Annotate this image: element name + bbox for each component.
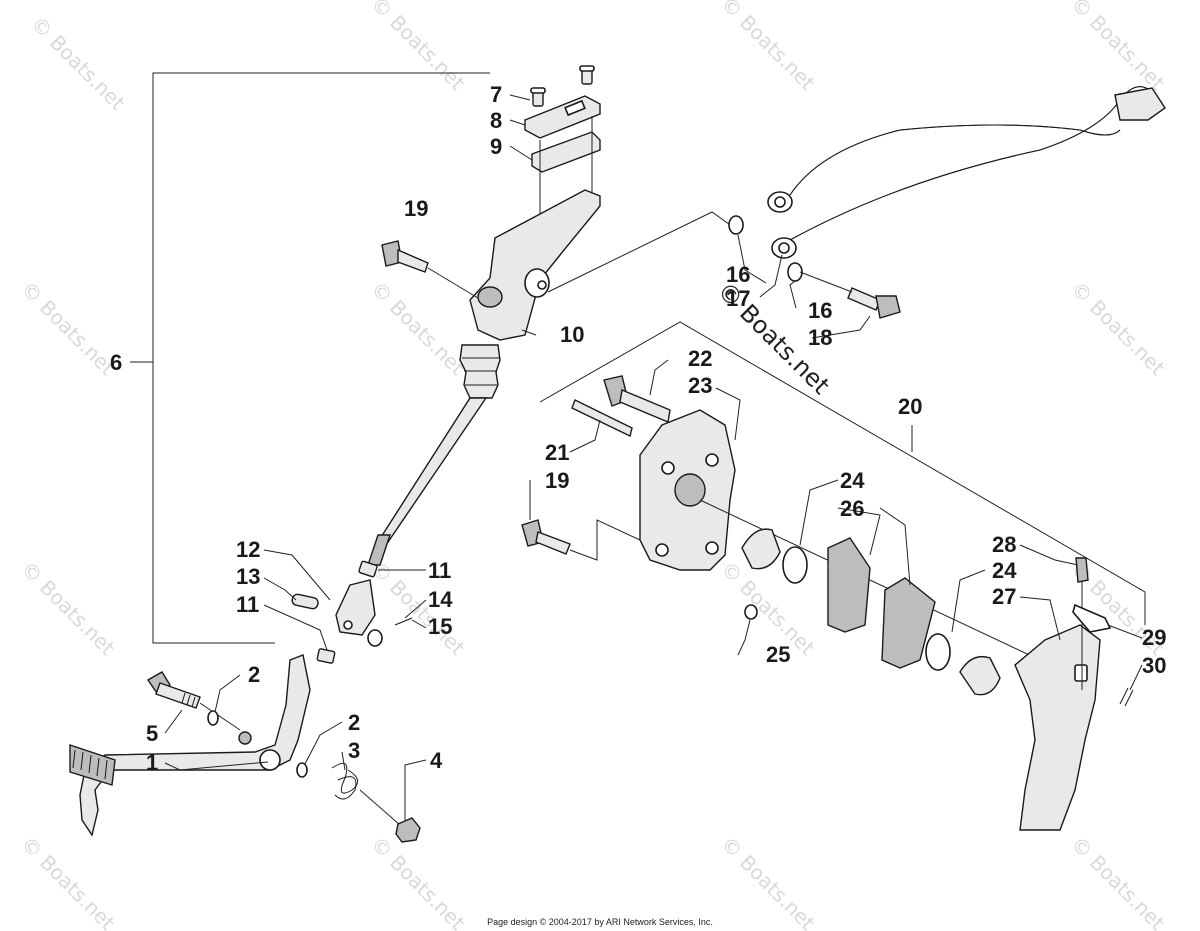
caliper-assembly bbox=[521, 375, 1134, 831]
washer-part-16 bbox=[787, 262, 803, 282]
seal-part-24 bbox=[782, 546, 808, 584]
callout-10: 10 bbox=[560, 322, 584, 347]
brake-hose bbox=[767, 86, 1166, 259]
callout-12: 12 bbox=[236, 537, 260, 562]
master-cylinder-assembly bbox=[291, 65, 601, 664]
watermark: © Boats.net bbox=[1066, 0, 1169, 95]
callout-2: 2 bbox=[348, 710, 360, 735]
watermark: © Boats.net bbox=[716, 0, 819, 95]
page-footer: Page design © 2004-2017 by ARI Network S… bbox=[487, 917, 713, 927]
callout-13: 13 bbox=[236, 564, 260, 589]
callout-29: 29 bbox=[1142, 625, 1166, 650]
washer-part-16 bbox=[728, 215, 744, 235]
callout-3: 3 bbox=[348, 738, 360, 763]
callout-17: 17 bbox=[726, 286, 750, 311]
watermark: © Boats.net bbox=[366, 277, 469, 380]
callout-22: 22 bbox=[688, 346, 712, 371]
callout-28: 28 bbox=[992, 532, 1016, 557]
brake-pedal-part-1 bbox=[69, 654, 311, 837]
callout-6: 6 bbox=[110, 350, 122, 375]
callout-14: 14 bbox=[428, 587, 453, 612]
o-ring-part-2 bbox=[207, 710, 219, 726]
group-6-bracket bbox=[130, 72, 490, 644]
callout-26: 26 bbox=[840, 496, 864, 521]
callout-4: 4 bbox=[430, 748, 443, 773]
callout-19: 19 bbox=[404, 196, 428, 221]
watermark: © Boats.net bbox=[16, 277, 119, 380]
pin-part-13 bbox=[291, 593, 319, 610]
callout-16: 16 bbox=[726, 262, 750, 287]
callout-25: 25 bbox=[766, 642, 790, 667]
brake-pad-part-26 bbox=[827, 537, 871, 633]
spring-part-3 bbox=[331, 762, 359, 800]
pin-part-21 bbox=[571, 399, 633, 438]
watermark: © Boats.net bbox=[366, 0, 469, 95]
callout-11: 11 bbox=[236, 592, 259, 617]
caliper-body-part-27 bbox=[1014, 624, 1101, 831]
group-20-bracket bbox=[539, 321, 1146, 625]
callout-2: 2 bbox=[248, 662, 260, 687]
cotter-pin-part-30 bbox=[1119, 687, 1134, 707]
push-rod bbox=[374, 397, 488, 546]
callout-16: 16 bbox=[808, 298, 832, 323]
seal-part-24 bbox=[925, 633, 951, 671]
callout-20: 20 bbox=[898, 394, 922, 419]
callout-21: 21 bbox=[545, 440, 569, 465]
callout-24: 24 bbox=[992, 558, 1017, 583]
callout-labels: 7 8 9 19 10 6 16 17 16 18 22 23 20 21 19… bbox=[110, 82, 1166, 775]
callout-1: 1 bbox=[146, 750, 158, 775]
master-cylinder-body-part-10 bbox=[469, 189, 601, 341]
nut-part-4 bbox=[395, 817, 421, 843]
callout-30: 30 bbox=[1142, 653, 1166, 678]
piston bbox=[741, 528, 781, 570]
brake-pad-part-26 bbox=[881, 577, 936, 669]
diaphragm-part-9 bbox=[531, 131, 601, 173]
callout-7: 7 bbox=[490, 82, 502, 107]
o-ring-part-25 bbox=[744, 604, 758, 620]
banjo-bolt-part-18 bbox=[799, 271, 901, 319]
bolt-part-19 bbox=[381, 240, 479, 299]
callout-23: 23 bbox=[688, 373, 712, 398]
o-ring-part-2 bbox=[296, 762, 308, 778]
watermark: © Boats.net bbox=[26, 12, 129, 115]
callout-24: 24 bbox=[840, 468, 865, 493]
watermark: © Boats.net bbox=[16, 557, 119, 660]
bleeder-part-28 bbox=[1075, 557, 1089, 583]
pivot-bolt-part-5 bbox=[146, 671, 241, 731]
callout-18: 18 bbox=[808, 325, 832, 350]
callout-8: 8 bbox=[490, 108, 502, 133]
callout-19: 19 bbox=[545, 468, 569, 493]
callout-5: 5 bbox=[146, 721, 158, 746]
callout-27: 27 bbox=[992, 584, 1016, 609]
screw-part-7 bbox=[530, 65, 595, 107]
leader-lines bbox=[164, 94, 1143, 820]
callout-15: 15 bbox=[428, 614, 452, 639]
bracket-part-29 bbox=[1072, 603, 1112, 633]
callout-9: 9 bbox=[490, 134, 502, 159]
watermark: © Boats.net bbox=[366, 557, 469, 660]
watermark: © Boats.net bbox=[1066, 277, 1169, 380]
clevis-part-12 bbox=[335, 579, 376, 636]
callout-11: 11 bbox=[428, 558, 451, 583]
washer-part-14 bbox=[367, 629, 383, 647]
